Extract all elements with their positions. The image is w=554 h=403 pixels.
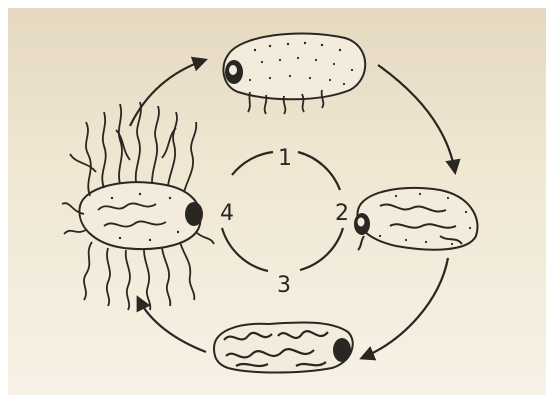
- stage-number-2: 2: [335, 201, 349, 226]
- stage-number-1: 1: [278, 146, 292, 171]
- stage-number-4: 4: [220, 201, 234, 226]
- stage-number-3: 3: [277, 273, 291, 298]
- larva-icon: [214, 322, 353, 372]
